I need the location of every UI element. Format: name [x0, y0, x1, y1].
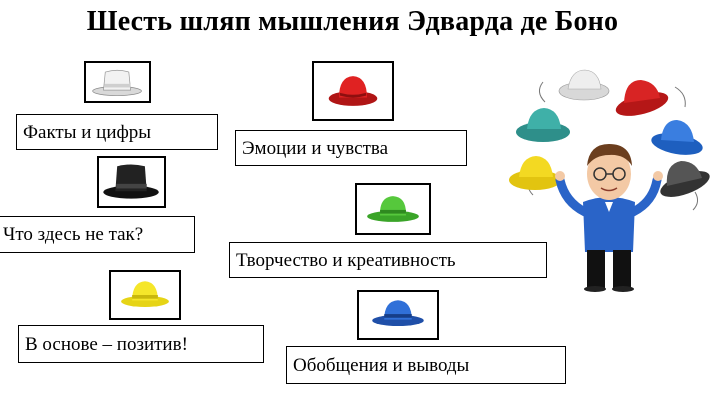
label-green-hat: Творчество и креативность [229, 242, 547, 278]
yellow-hat-icon [121, 281, 169, 307]
label-black-hat: Что здесь не так? [0, 216, 195, 253]
juggled-blue-hat-icon [651, 120, 703, 155]
juggled-black-hat-icon [660, 161, 710, 197]
white-hat-icon [92, 69, 142, 96]
page-title: Шесть шляп мышления Эдварда де Боно [86, 6, 619, 37]
white-hat-icon-frame [84, 61, 151, 103]
green-hat-icon-frame [355, 183, 431, 235]
juggler-person-icon [555, 144, 663, 292]
juggler-with-colored-hats-icon [509, 69, 710, 292]
label-red-hat: Эмоции и чувства [235, 130, 467, 166]
red-hat-icon [328, 76, 378, 106]
label-blue-hat: Обобщения и выводы [286, 346, 566, 384]
juggled-red-hat-icon [615, 80, 669, 116]
black-hat-icon-frame [97, 156, 166, 208]
juggled-white-hat-icon [558, 69, 610, 101]
yellow-hat-icon-frame [109, 270, 181, 320]
juggled-teal-hat-icon [516, 108, 570, 142]
black-hat-icon [103, 164, 159, 199]
blue-hat-icon [372, 300, 424, 327]
blue-hat-icon-frame [357, 290, 439, 340]
red-hat-icon-frame [312, 61, 394, 121]
label-yellow-hat: В основе – позитив! [18, 325, 264, 363]
label-white-hat: Факты и цифры [16, 114, 218, 150]
juggled-yellow-hat-icon [509, 156, 561, 190]
green-hat-icon [367, 196, 419, 222]
